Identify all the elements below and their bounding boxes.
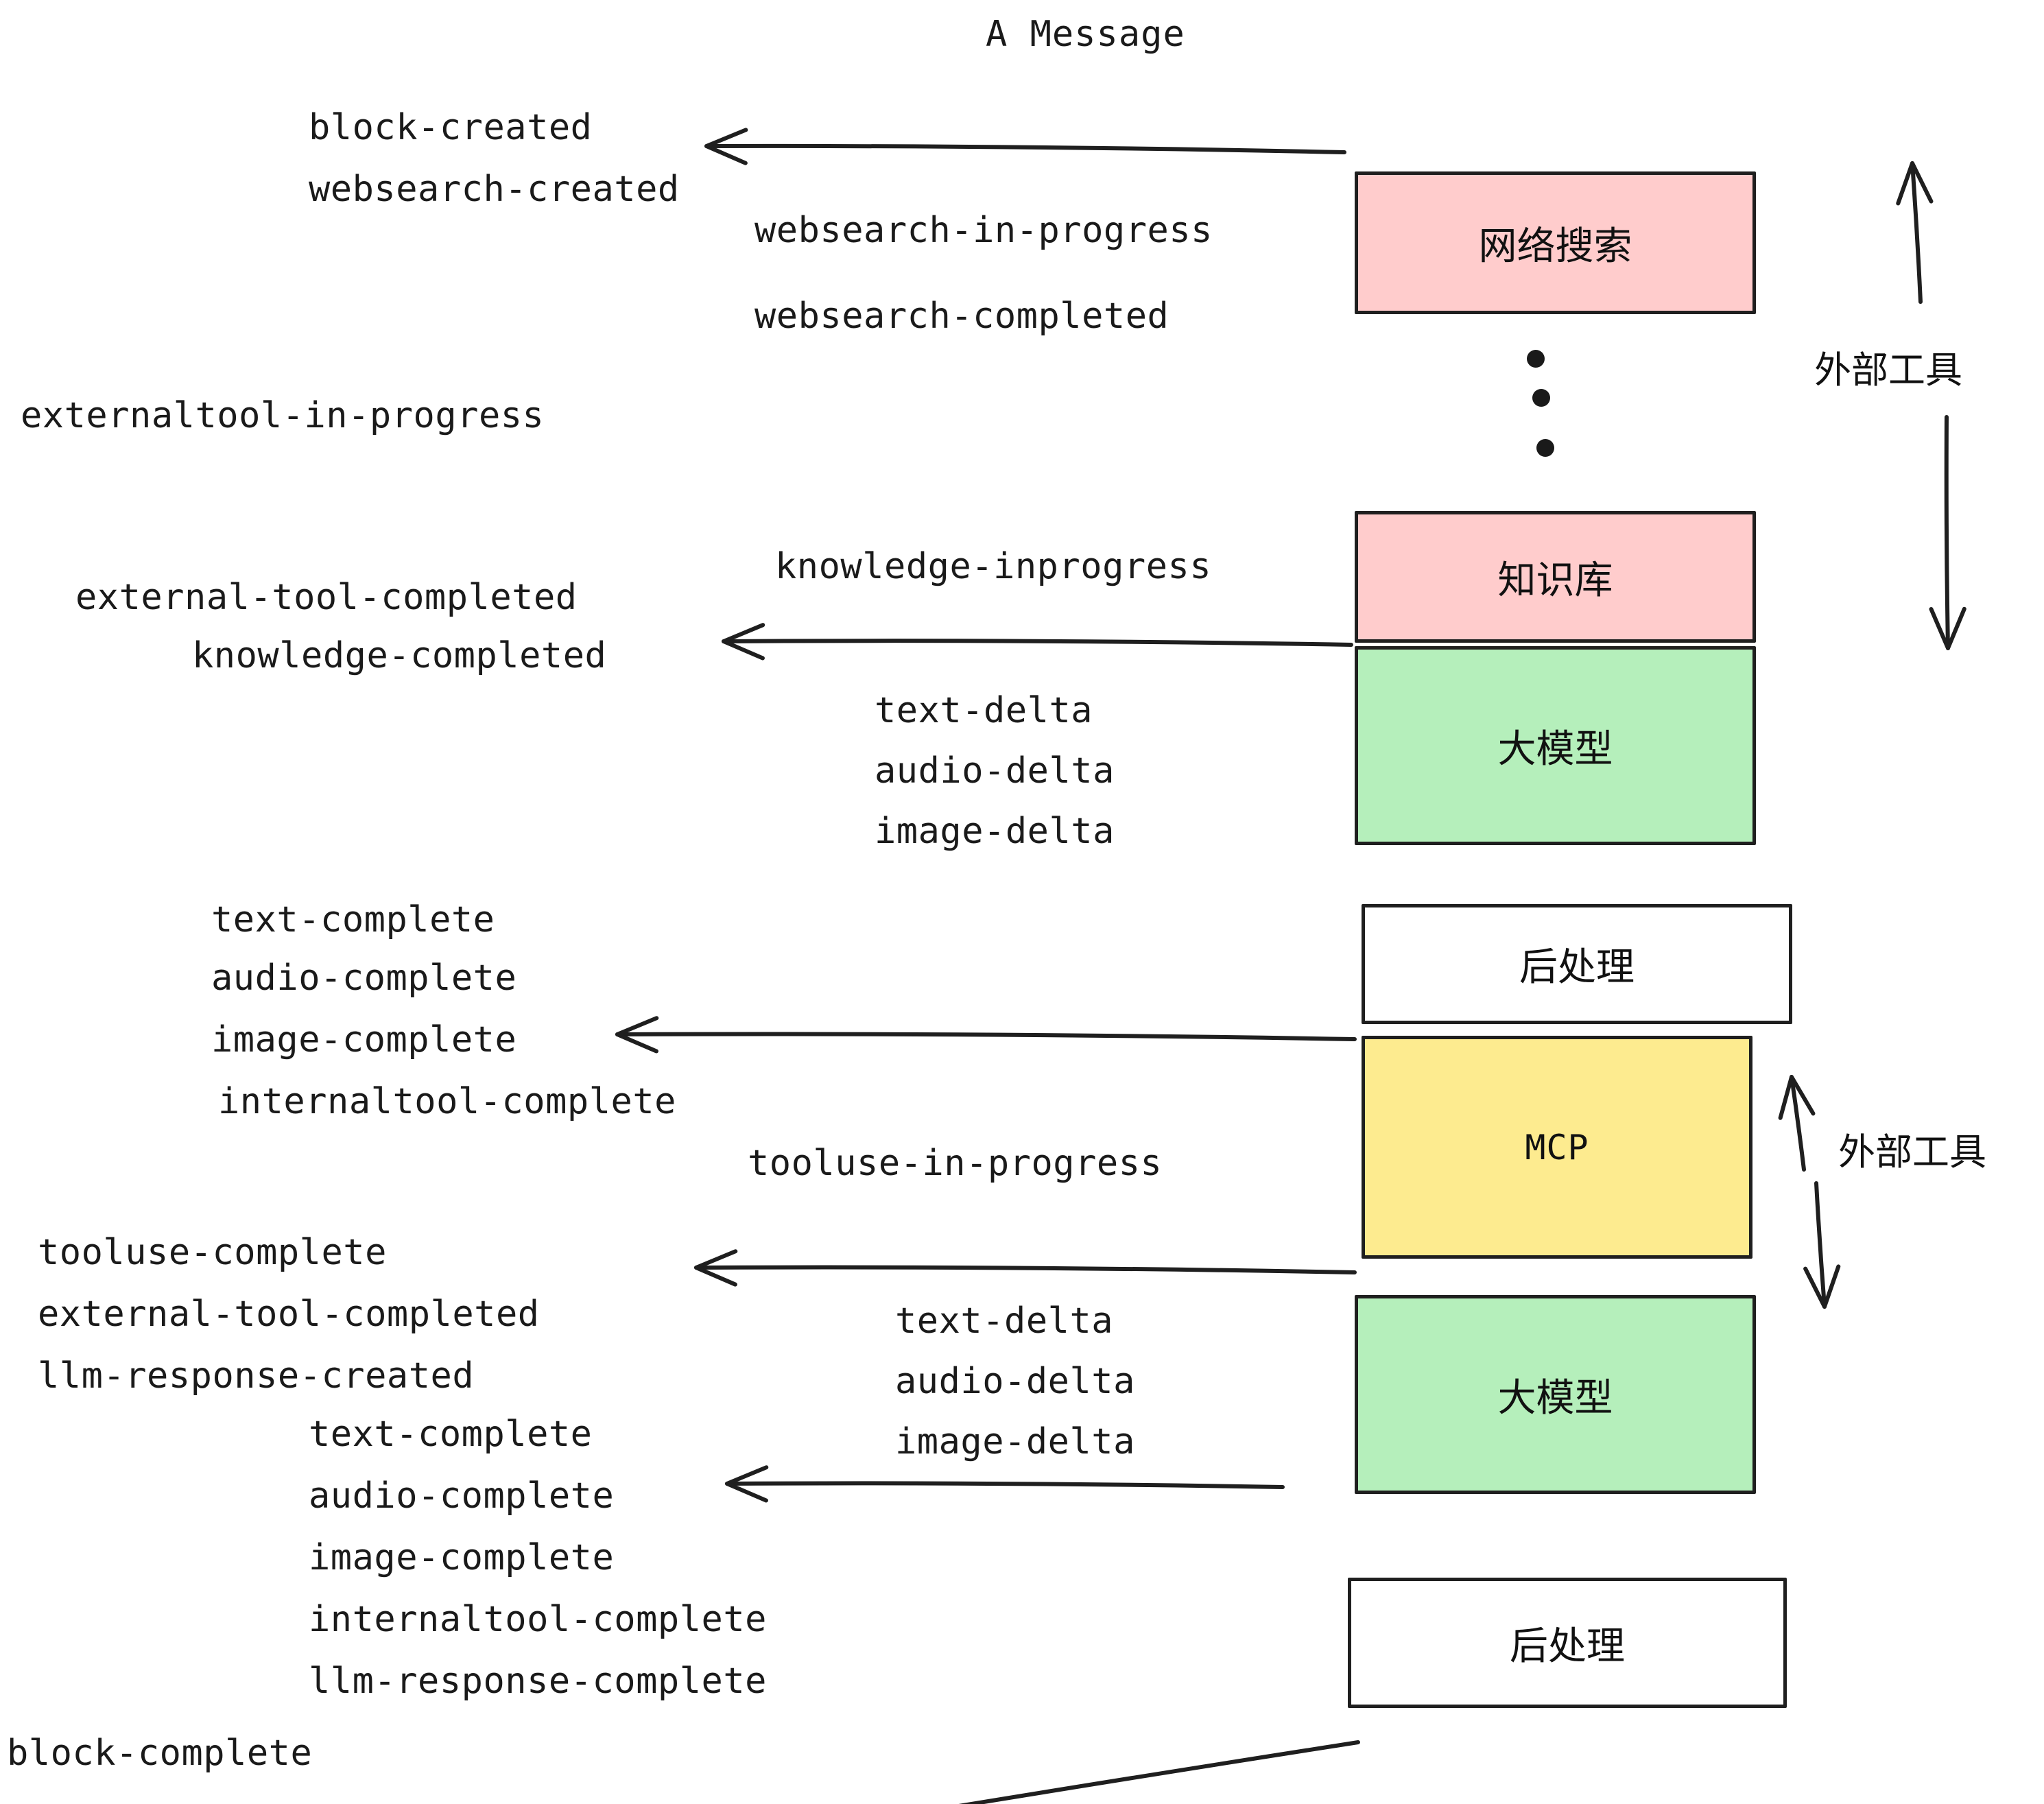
event-label: tooluse-in-progress xyxy=(748,1143,1163,1184)
event-label: external-tool-completed xyxy=(38,1294,540,1335)
event-label: text-complete xyxy=(309,1414,593,1455)
event-label: block-complete xyxy=(7,1733,313,1774)
event-label: text-complete xyxy=(211,899,495,940)
node-box[interactable]: 大模型 xyxy=(1355,1295,1756,1494)
event-label: audio-complete xyxy=(211,958,517,999)
external-tool-label: 外部工具 xyxy=(1838,1130,1986,1174)
event-label: internaltool-complete xyxy=(218,1081,676,1122)
audio-complete-arrow xyxy=(725,1465,1285,1503)
external-tool-down-arrow-bottom xyxy=(1803,1181,1841,1309)
image-complete-arrow xyxy=(615,1016,1357,1054)
block-complete-arrow xyxy=(958,1740,1360,1804)
event-label: externaltool-in-progress xyxy=(21,395,545,436)
ellipsis-dot-icon xyxy=(1536,439,1554,457)
ellipsis-dot-icon xyxy=(1532,389,1550,407)
event-label: text-delta xyxy=(895,1301,1114,1342)
node-box-label: 大模型 xyxy=(1497,1375,1613,1421)
event-label: llm-response-created xyxy=(38,1355,475,1397)
event-label: audio-delta xyxy=(875,750,1115,792)
external-tool-label: 外部工具 xyxy=(1814,348,1962,392)
node-box-label: 大模型 xyxy=(1497,726,1613,772)
node-box-label: 后处理 xyxy=(1510,1624,1625,1669)
event-label: knowledge-completed xyxy=(192,635,607,676)
event-label: websearch-completed xyxy=(754,296,1169,337)
external-tool-up-arrow-top xyxy=(1896,161,1934,304)
node-box[interactable]: 后处理 xyxy=(1362,904,1792,1024)
event-label: block-created xyxy=(309,107,593,148)
event-label: audio-complete xyxy=(309,1475,615,1517)
event-label: image-complete xyxy=(309,1537,615,1578)
event-label: llm-response-complete xyxy=(309,1661,767,1702)
tooluse-complete-arrow xyxy=(694,1249,1357,1287)
event-label: websearch-created xyxy=(309,169,680,210)
node-box[interactable]: 大模型 xyxy=(1355,646,1756,845)
node-box[interactable]: 后处理 xyxy=(1348,1578,1787,1708)
node-box[interactable]: MCP xyxy=(1362,1036,1752,1259)
event-label: knowledge-inprogress xyxy=(775,546,1212,587)
external-tool-down-arrow-top xyxy=(1929,415,1966,650)
knowledge-completed-arrow xyxy=(722,623,1353,661)
node-box-label: 网络搜索 xyxy=(1478,224,1632,269)
node-box[interactable]: 知识库 xyxy=(1355,511,1756,643)
diagram-title: A Message xyxy=(986,14,1185,55)
external-tool-up-arrow-bottom xyxy=(1778,1075,1816,1172)
node-box-label: 后处理 xyxy=(1519,945,1635,990)
node-box[interactable]: 网络搜索 xyxy=(1355,171,1756,314)
ellipsis-dot-icon xyxy=(1527,350,1545,368)
event-label: audio-delta xyxy=(895,1361,1135,1402)
event-label: text-delta xyxy=(875,690,1093,731)
event-label: image-delta xyxy=(895,1421,1135,1462)
event-label: image-complete xyxy=(211,1019,517,1060)
event-label: internaltool-complete xyxy=(309,1599,767,1640)
node-box-label: MCP xyxy=(1525,1127,1589,1167)
block-created-arrow xyxy=(704,128,1346,165)
event-label: external-tool-completed xyxy=(75,577,578,618)
event-label: websearch-in-progress xyxy=(754,210,1213,251)
event-label: tooluse-complete xyxy=(38,1232,387,1273)
event-label: image-delta xyxy=(875,811,1115,852)
node-box-label: 知识库 xyxy=(1497,558,1613,603)
